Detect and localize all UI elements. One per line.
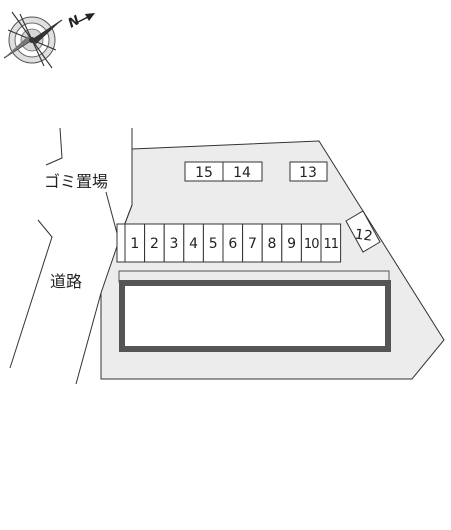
slot-label: 12	[354, 227, 374, 245]
parking-slot-13: 13	[289, 161, 328, 182]
parking-slot-1: 1	[124, 223, 146, 263]
slot-label: 2	[150, 236, 159, 252]
building-inner	[125, 286, 385, 346]
parking-slot-12: 12	[345, 210, 381, 253]
slot-label: 11	[324, 237, 339, 252]
parking-slot-11: 11	[320, 223, 342, 263]
parking-slot-7: 7	[242, 223, 263, 263]
slot-label: 3	[170, 236, 179, 252]
parking-slot-9: 9	[281, 223, 302, 263]
parking-slot-partial	[116, 223, 126, 263]
garbage-area-leader	[105, 191, 119, 238]
parking-slot-4: 4	[183, 223, 204, 263]
parking-slot-8: 8	[261, 223, 283, 263]
north-arrow-icon	[75, 13, 95, 24]
parking-slot-14: 14	[222, 161, 263, 182]
garbage-area-outline	[123, 128, 133, 227]
north-letter: N	[66, 13, 83, 31]
slot-label: 13	[299, 165, 317, 181]
compass-rose-icon	[3, 11, 63, 69]
road-label: 道路	[50, 272, 82, 291]
slot-label: 6	[228, 236, 237, 252]
slot-label: 9	[287, 236, 296, 252]
parking-slot-2: 2	[144, 223, 165, 263]
slot-label: 1	[130, 236, 139, 252]
slot-label: 5	[209, 236, 218, 252]
slot-label: 4	[189, 236, 198, 252]
parking-slot-10: 10	[300, 223, 322, 263]
parking-slot-5: 5	[202, 223, 224, 263]
slot-label: 15	[195, 165, 213, 181]
slot-label: 14	[233, 165, 251, 181]
slot-label: 7	[248, 236, 257, 252]
parking-slot-15: 15	[184, 161, 224, 182]
slot-label: 8	[268, 236, 277, 252]
slot-label: 10	[304, 237, 319, 252]
parking-slot-3: 3	[163, 223, 185, 263]
road-edges	[9, 127, 102, 385]
garbage-area-label: ゴミ置場	[44, 172, 108, 191]
parking-slot-6: 6	[222, 223, 244, 263]
